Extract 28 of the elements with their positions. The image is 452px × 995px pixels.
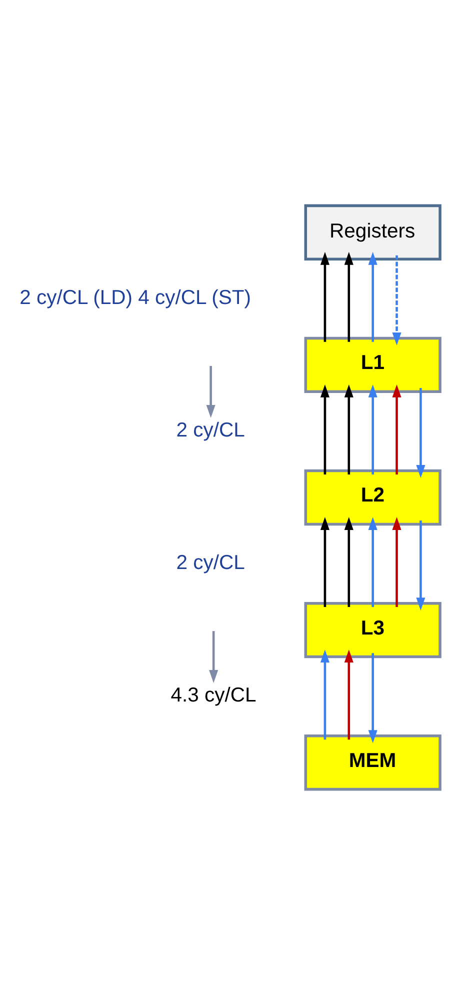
arrow (344, 384, 354, 474)
node-box: MEM (304, 734, 442, 791)
arrow (320, 384, 330, 474)
node-box: Registers (304, 204, 442, 260)
arrow (392, 384, 402, 474)
arrow (416, 388, 426, 478)
arrow (416, 520, 426, 611)
arrow (320, 650, 330, 740)
arrow (368, 252, 378, 342)
arrow (320, 252, 330, 342)
node-box: L2 (304, 469, 442, 526)
arrow (320, 517, 330, 608)
node-text: 4.3 cy/CL (170, 684, 256, 706)
arrow (368, 653, 378, 744)
node-text: 2 cy/CL (176, 419, 245, 442)
arrow (344, 517, 354, 608)
arrow (392, 255, 402, 346)
label: 2 cy/CL (176, 552, 245, 574)
arrow (206, 366, 216, 418)
node-box: L1 (304, 336, 442, 394)
node-box: L3 (304, 602, 442, 658)
arrow (368, 517, 378, 608)
arrow (344, 650, 354, 740)
arrow (344, 252, 354, 342)
arrow (392, 517, 402, 608)
arrow (209, 631, 218, 683)
label: 2 cy/CL (LD) 4 cy/CL (ST) (20, 286, 252, 309)
arrow (368, 384, 378, 474)
